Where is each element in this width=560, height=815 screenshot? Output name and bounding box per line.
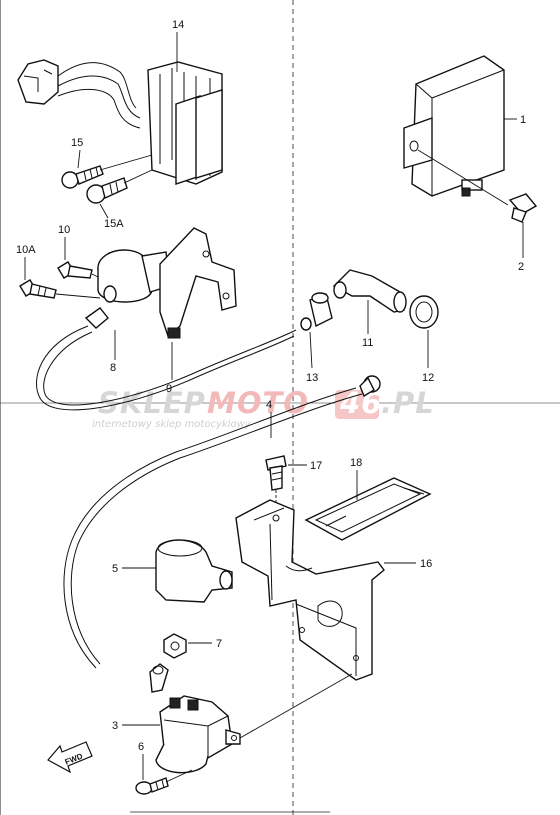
cable-terminal (149, 663, 169, 693)
leader-13 (309, 331, 313, 369)
bolt-2 (508, 193, 538, 223)
battery-cable (63, 375, 381, 669)
leader-cdi-bolt (417, 149, 509, 206)
callout-2: 2 (518, 261, 524, 273)
bolt-10a (19, 279, 57, 299)
watermark-badge (335, 390, 379, 419)
bolt-17 (265, 455, 287, 491)
callout-16: 16 (420, 558, 432, 570)
watermark-brand-part4: .PL (381, 386, 435, 420)
spark-plug-cap (332, 269, 407, 313)
callout-6: 6 (138, 741, 144, 753)
ht-cable-upper (36, 325, 295, 411)
callout-10: 10 (58, 224, 70, 236)
watermark-tagline: internetowy sklep motocyklowy (92, 419, 252, 430)
battery-band (304, 477, 432, 541)
callout-3: 3 (112, 720, 118, 732)
callout-9: 9 (166, 383, 172, 395)
leader-relay-bracket (239, 673, 353, 739)
watermark-brand-part2: MOTO (207, 386, 309, 420)
callout-11: 11 (362, 337, 373, 349)
watermark: SKLEP MOTO 46 .PL internetowy sklep moto… (92, 386, 435, 430)
cdi-unit (403, 55, 505, 197)
leader-15a (99, 203, 109, 219)
screw-6 (135, 777, 169, 795)
bolt-10 (57, 261, 93, 279)
callout-17: 17 (310, 460, 322, 472)
watermark-brand-part1: SKLEP (98, 386, 206, 420)
leader-10a-part (55, 293, 101, 299)
leader-6-part (165, 769, 193, 783)
callout-15a: 15A (104, 218, 124, 230)
callout-5: 5 (112, 563, 118, 575)
callout-10a: 10A (16, 244, 36, 256)
leader-15-part (99, 154, 153, 171)
callout-4: 4 (266, 399, 272, 411)
regulator-rectifier (17, 59, 223, 185)
seal-12 (409, 295, 439, 329)
nut-7 (163, 633, 187, 659)
starter-relay (155, 695, 241, 774)
coil-bracket (159, 227, 237, 339)
callout-8: 8 (110, 362, 116, 374)
callout-14: 14 (172, 19, 184, 31)
callout-12: 12 (422, 372, 434, 384)
screw-15a (86, 177, 128, 204)
callout-18: 18 (350, 457, 362, 469)
ignition-coil (84, 249, 171, 329)
fwd-arrow-icon: FWD (47, 741, 93, 774)
screw-15 (61, 165, 104, 189)
relay-cover (155, 539, 233, 603)
callout-13: 13 (306, 372, 318, 384)
plug-cap-seal (300, 292, 333, 331)
callout-1: 1 (520, 114, 526, 126)
leader-15 (77, 149, 81, 169)
ht-cable-upper-2 (43, 329, 297, 406)
callout-15: 15 (71, 137, 83, 149)
battery-holder-bracket (235, 499, 385, 681)
leader-15a-part (123, 169, 153, 184)
callout-7: 7 (216, 638, 222, 650)
